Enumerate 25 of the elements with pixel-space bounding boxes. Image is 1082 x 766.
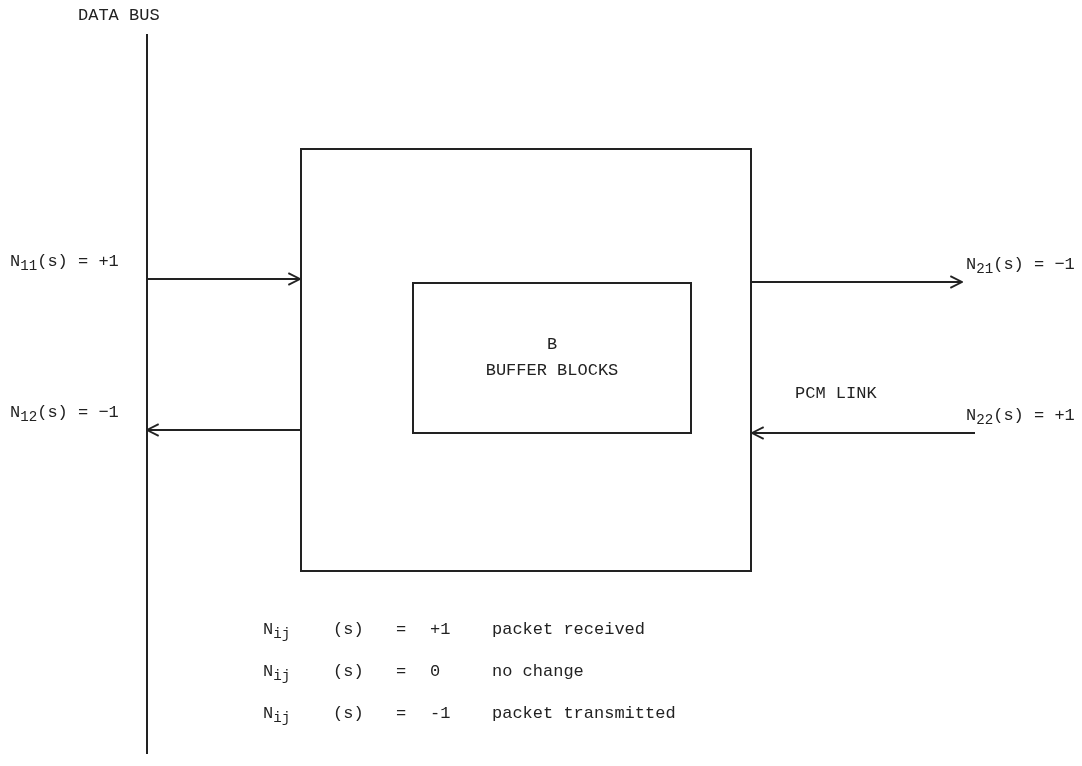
equals-sign: = [396,704,407,724]
value-text: -1 [430,704,451,724]
meaning-text: no change [492,662,584,682]
equals-sign: = [396,662,407,682]
arrow [751,426,976,440]
arrow [146,272,301,286]
argument-text: (s) [333,704,364,724]
arrow [146,423,301,437]
symbol-text: N$_{ij}$ [263,704,291,727]
block-text: BUFFER BLOCKS [485,360,619,382]
value-text: 0 [430,662,441,682]
meaning-text: packet received [492,620,646,640]
bus-label: DATA BUS [78,6,160,26]
argument-text: (s) [333,662,364,682]
argument-text: (s) [333,620,364,640]
symbol-text: N$_{ij}$ [263,662,291,685]
arrow [751,275,963,289]
meaning-text: packet transmitted [492,704,676,724]
outer-block [300,148,752,572]
value-text: +1 [430,620,451,640]
link-label: PCM LINK [795,384,877,404]
equals-sign: = [396,620,407,640]
symbol-text: N$_{ij}$ [263,620,291,643]
buffer-block [412,282,692,434]
block-text: B [546,334,558,356]
